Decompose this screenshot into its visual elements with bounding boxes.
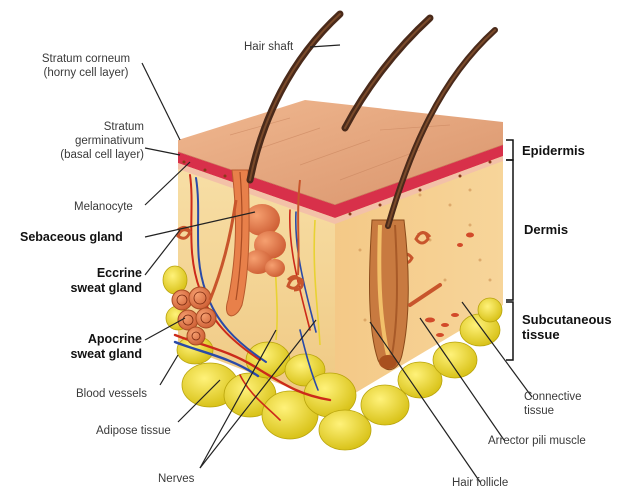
label-eccrine-line1: Eccrine — [50, 266, 142, 281]
label-arrector-pili-muscle: Arrector pili muscle — [488, 434, 586, 448]
label-stratum-corneum: Stratum corneum (horny cell layer) — [28, 52, 144, 80]
label-connective-line2: tissue — [524, 404, 582, 418]
label-subcutaneous-tissue: Subcutaneous tissue — [522, 312, 612, 342]
label-stratum-germ-line1: Stratum — [30, 120, 144, 134]
label-epidermis: Epidermis — [522, 143, 585, 158]
label-stratum-germ-line3: (basal cell layer) — [30, 148, 144, 162]
label-stratum-germinativum: Stratum germinativum (basal cell layer) — [30, 120, 144, 162]
label-subcutaneous-line2: tissue — [522, 327, 612, 342]
label-subcutaneous-line1: Subcutaneous — [522, 312, 612, 327]
label-sebaceous-gland: Sebaceous gland — [20, 230, 123, 245]
label-eccrine-sweat-gland: Eccrine sweat gland — [50, 266, 142, 296]
label-apocrine-line2: sweat gland — [50, 347, 142, 362]
label-hair-follicle: Hair follicle — [452, 476, 508, 490]
label-connective-line1: Connective — [524, 390, 582, 404]
label-blood-vessels: Blood vessels — [76, 387, 147, 401]
label-stratum-corneum-line1: Stratum corneum — [28, 52, 144, 66]
label-hair-shaft: Hair shaft — [244, 40, 293, 54]
label-nerves: Nerves — [158, 472, 194, 486]
label-stratum-germ-line2: germinativum — [30, 134, 144, 148]
layer-brackets — [506, 140, 513, 360]
label-apocrine-sweat-gland: Apocrine sweat gland — [50, 332, 142, 362]
label-adipose-tissue: Adipose tissue — [96, 424, 171, 438]
label-eccrine-line2: sweat gland — [50, 281, 142, 296]
label-connective-tissue: Connective tissue — [524, 390, 582, 418]
label-stratum-corneum-line2: (horny cell layer) — [28, 66, 144, 80]
label-melanocyte: Melanocyte — [74, 200, 133, 214]
label-dermis: Dermis — [524, 222, 568, 237]
label-apocrine-line1: Apocrine — [50, 332, 142, 347]
